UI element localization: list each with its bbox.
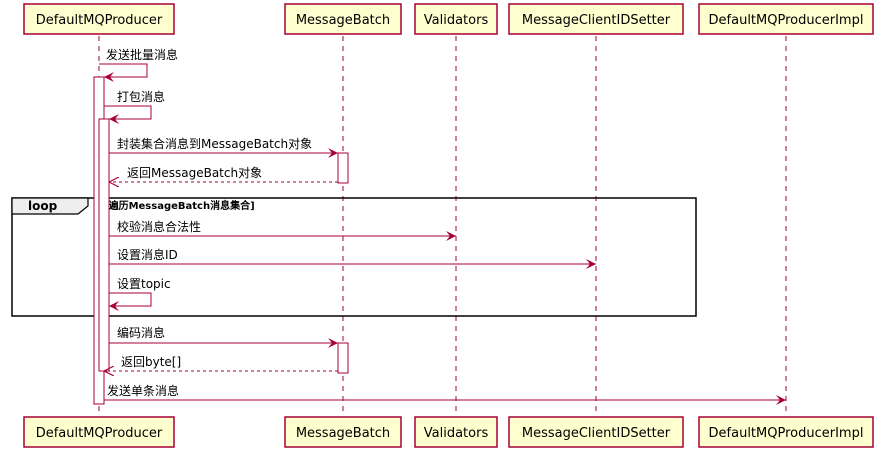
message-pack: 打包消息 bbox=[104, 89, 165, 124]
message-label: 校验消息合法性 bbox=[117, 219, 201, 234]
loop-keyword: loop bbox=[28, 199, 58, 213]
message-wrap-batch: 封装集合消息到MessageBatch对象 bbox=[109, 136, 338, 158]
message-return-batch: 返回MessageBatch对象 bbox=[109, 166, 338, 182]
participant-name: DefaultMQProducer bbox=[36, 13, 163, 28]
participant-producer-bottom: DefaultMQProducer bbox=[23, 416, 175, 448]
participant-batch-bottom: MessageBatch bbox=[284, 416, 402, 448]
message-return-bytes: 返回byte[] bbox=[104, 355, 338, 371]
participant-name: MessageClientIDSetter bbox=[522, 13, 671, 28]
message-label: 发送单条消息 bbox=[107, 383, 179, 398]
activation-producer-inner bbox=[98, 118, 110, 372]
message-set-id: 设置消息ID bbox=[109, 247, 596, 269]
message-label: 设置topic bbox=[117, 277, 171, 291]
message-label: 封装集合消息到MessageBatch对象 bbox=[117, 136, 312, 151]
message-send-single: 发送单条消息 bbox=[104, 383, 786, 405]
message-label: 打包消息 bbox=[117, 89, 165, 104]
message-label: 返回byte[] bbox=[121, 355, 181, 369]
participant-name: DefaultMQProducer bbox=[36, 426, 163, 441]
participant-impl-top: DefaultMQProducerImpl bbox=[698, 3, 874, 35]
activation-batch-1 bbox=[337, 152, 349, 184]
participant-name: MessageBatch bbox=[296, 13, 390, 28]
participant-name: Validators bbox=[424, 426, 489, 441]
message-validate: 校验消息合法性 bbox=[109, 219, 456, 241]
participant-idsetter-top: MessageClientIDSetter bbox=[508, 3, 684, 35]
participant-batch-top: MessageBatch bbox=[284, 3, 402, 35]
message-label: 设置消息ID bbox=[117, 247, 178, 262]
participant-name: DefaultMQProducerImpl bbox=[709, 13, 864, 28]
loop-condition: [遍历MessageBatch消息集合] bbox=[104, 199, 255, 212]
participant-idsetter-bottom: MessageClientIDSetter bbox=[508, 416, 684, 448]
participant-name: MessageClientIDSetter bbox=[522, 426, 671, 441]
message-label: 返回MessageBatch对象 bbox=[127, 166, 262, 180]
participant-name: DefaultMQProducerImpl bbox=[709, 426, 864, 441]
loop-frame: loop [遍历MessageBatch消息集合] bbox=[11, 197, 697, 317]
message-label: 发送批量消息 bbox=[106, 47, 178, 62]
message-send-batch: 发送批量消息 bbox=[99, 47, 178, 82]
activation-batch-2 bbox=[337, 342, 349, 374]
message-set-topic: 设置topic bbox=[109, 277, 171, 311]
participant-producer-top: DefaultMQProducer bbox=[23, 3, 175, 35]
message-encode: 编码消息 bbox=[109, 325, 338, 348]
message-label: 编码消息 bbox=[117, 325, 165, 340]
participant-impl-bottom: DefaultMQProducerImpl bbox=[698, 416, 874, 448]
participant-validators-bottom: Validators bbox=[414, 416, 498, 448]
participant-name: MessageBatch bbox=[296, 426, 390, 441]
participant-name: Validators bbox=[424, 13, 489, 28]
participant-validators-top: Validators bbox=[414, 3, 498, 35]
